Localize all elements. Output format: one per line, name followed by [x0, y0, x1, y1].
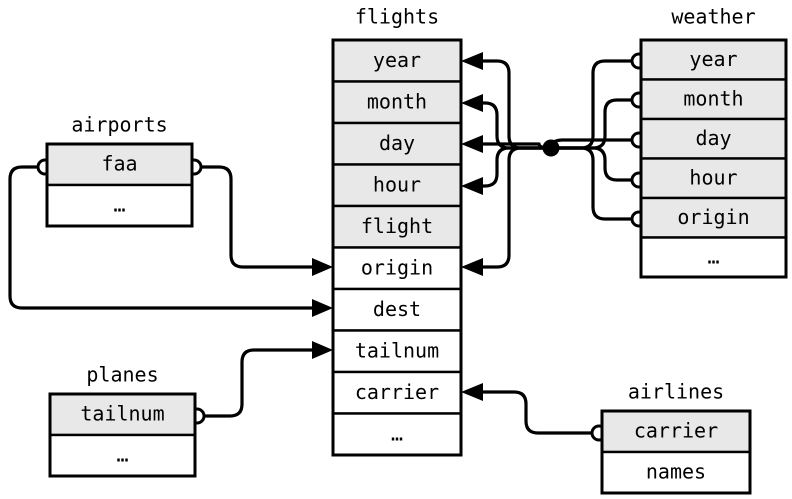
- table-flights-field-6-label: dest: [373, 297, 421, 321]
- link-airports-faa-to-flights-dest: [8, 165, 317, 310]
- table-flights-field-5-label: origin: [361, 256, 433, 280]
- table-planes-field-0-label: tailnum: [80, 402, 164, 426]
- table-flights-field-1-label: month: [367, 90, 427, 114]
- table-planes-title: planes: [86, 363, 158, 387]
- link-airlines-carrier-to-flights-carrier: [478, 390, 593, 435]
- table-flights-field-3-label: hour: [373, 173, 421, 197]
- table-flights[interactable]: flights year month day hour flight origi…: [331, 5, 463, 457]
- table-flights-field-4-label: flight: [361, 214, 433, 238]
- arrowhead-flights-origin-left: [312, 258, 333, 276]
- table-flights-field-9-box[interactable]: [331, 412, 463, 457]
- table-weather-field-1-label: month: [683, 87, 743, 111]
- table-airlines-field-0-label: carrier: [634, 419, 718, 443]
- table-weather-field-3-label: hour: [689, 166, 737, 190]
- link-weather-origin-to-junction: [551, 146, 632, 221]
- link-weather-year-to-junction: [551, 59, 632, 150]
- table-planes-outline: [48, 392, 197, 478]
- table-flights-field-2-label: day: [379, 131, 415, 155]
- link-weather-hour-to-junction: [551, 146, 632, 182]
- table-airports-field-0-label: faa: [101, 152, 137, 176]
- arrowhead-flights-year-right: [461, 52, 483, 70]
- table-weather-field-5-label: …: [707, 245, 719, 269]
- table-airports-field-1-label: …: [113, 193, 125, 217]
- table-airports-outline: [45, 142, 194, 228]
- table-flights-field-7-label: tailnum: [355, 339, 439, 363]
- arrowhead-flights-month-right: [461, 94, 483, 112]
- table-weather-field-0-label: year: [689, 47, 737, 71]
- table-airports-title: airports: [71, 113, 167, 137]
- table-weather-field-1-box[interactable]: [639, 78, 788, 121]
- table-flights-field-0-box[interactable]: [331, 38, 463, 83]
- table-weather-field-2-label: day: [695, 126, 731, 150]
- table-weather-field-4-label: origin: [677, 205, 749, 229]
- table-flights-outline: [331, 38, 463, 457]
- arrowhead-flights-day-right: [461, 135, 483, 153]
- composite-key-junction-dot: [542, 139, 560, 157]
- link-junction-to-flights-hour: [470, 146, 551, 188]
- connector-layer: [8, 59, 632, 435]
- arrowhead-layer: [312, 52, 483, 401]
- table-airlines-field-1-box[interactable]: [600, 450, 752, 495]
- table-airlines-title: airlines: [628, 380, 724, 404]
- table-weather-title: weather: [671, 5, 755, 29]
- table-flights-field-6-box[interactable]: [331, 287, 463, 332]
- table-flights-field-0-label: year: [373, 48, 421, 72]
- table-weather[interactable]: weather year month day hour origin …: [639, 5, 788, 279]
- table-airports[interactable]: airports faa …: [45, 113, 194, 228]
- table-planes-field-1-label: …: [116, 443, 128, 467]
- table-weather-outline: [639, 38, 788, 279]
- table-flights-field-8-label: carrier: [355, 380, 439, 404]
- link-planes-tailnum-to-flights-tailnum: [204, 348, 317, 418]
- arrowhead-flights-dest-left: [312, 299, 333, 317]
- arrowhead-flights-origin-right: [461, 258, 483, 276]
- table-airlines-field-1-label: names: [646, 460, 706, 484]
- table-flights-title: flights: [355, 5, 439, 29]
- arrowhead-flights-tailnum-left: [312, 341, 333, 359]
- arrowhead-flights-carrier-right: [461, 383, 483, 401]
- link-junction-to-flights-origin: [470, 146, 551, 269]
- table-flights-field-9-label: …: [391, 422, 403, 446]
- table-airlines[interactable]: airlines carrier names: [600, 380, 752, 495]
- table-flights-field-7-box[interactable]: [331, 329, 463, 374]
- link-airports-faa-to-flights-origin: [201, 165, 317, 269]
- arrowhead-flights-hour-right: [461, 177, 483, 195]
- table-airlines-outline: [600, 409, 752, 495]
- table-planes[interactable]: planes tailnum …: [48, 363, 197, 478]
